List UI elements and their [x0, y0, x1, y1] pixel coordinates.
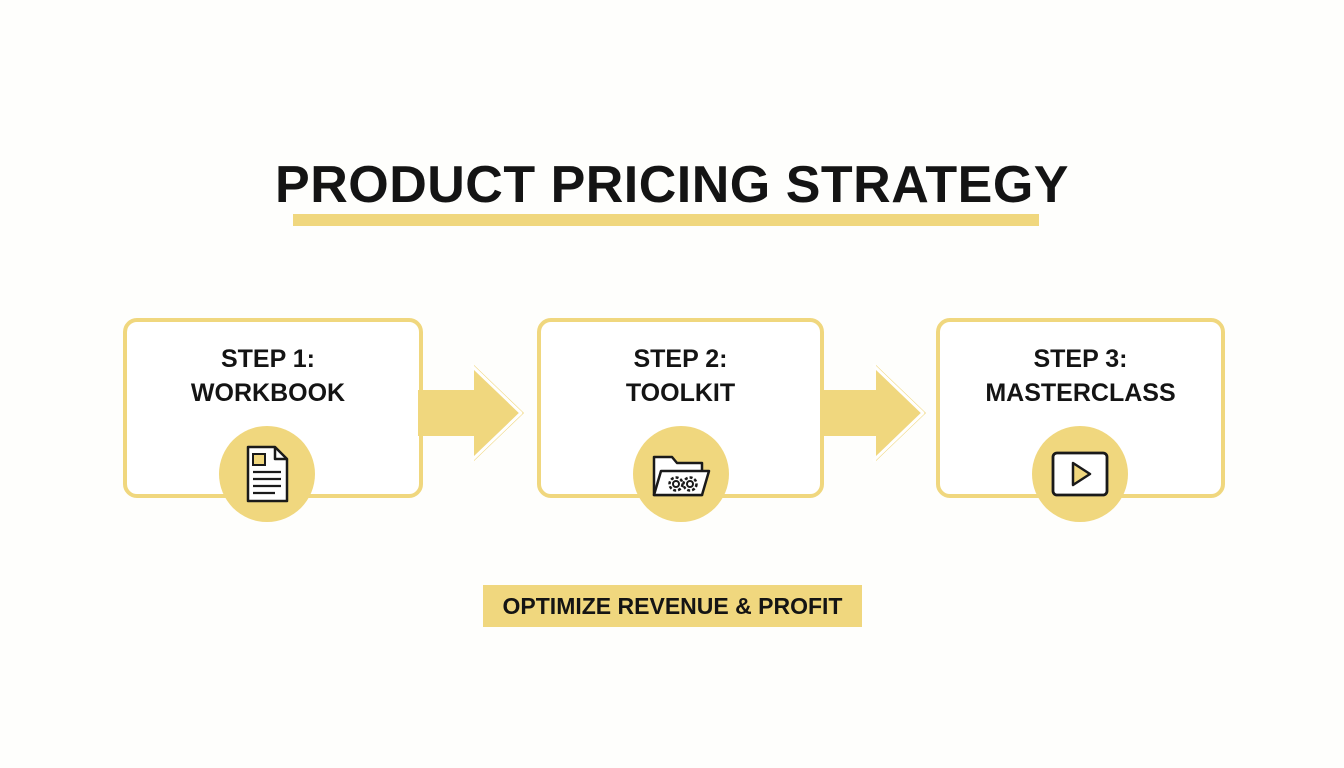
- video-play-icon: [1032, 426, 1128, 522]
- goal-badge: OPTIMIZE REVENUE & PROFIT: [483, 585, 862, 627]
- step-label-workbook: STEP 1: WORKBOOK: [190, 345, 346, 407]
- arrow-right-icon: [418, 363, 524, 463]
- title-underline: [293, 214, 1039, 226]
- step-label-toolkit: STEP 2: TOOLKIT: [625, 345, 736, 407]
- page-title: PRODUCT PRICING STRATEGY: [275, 156, 1069, 214]
- step-label-masterclass: STEP 3: MASTERCLASS: [985, 345, 1176, 407]
- arrow-right-icon: [820, 363, 926, 463]
- document-icon: [219, 426, 315, 522]
- folder-gears-icon: [633, 426, 729, 522]
